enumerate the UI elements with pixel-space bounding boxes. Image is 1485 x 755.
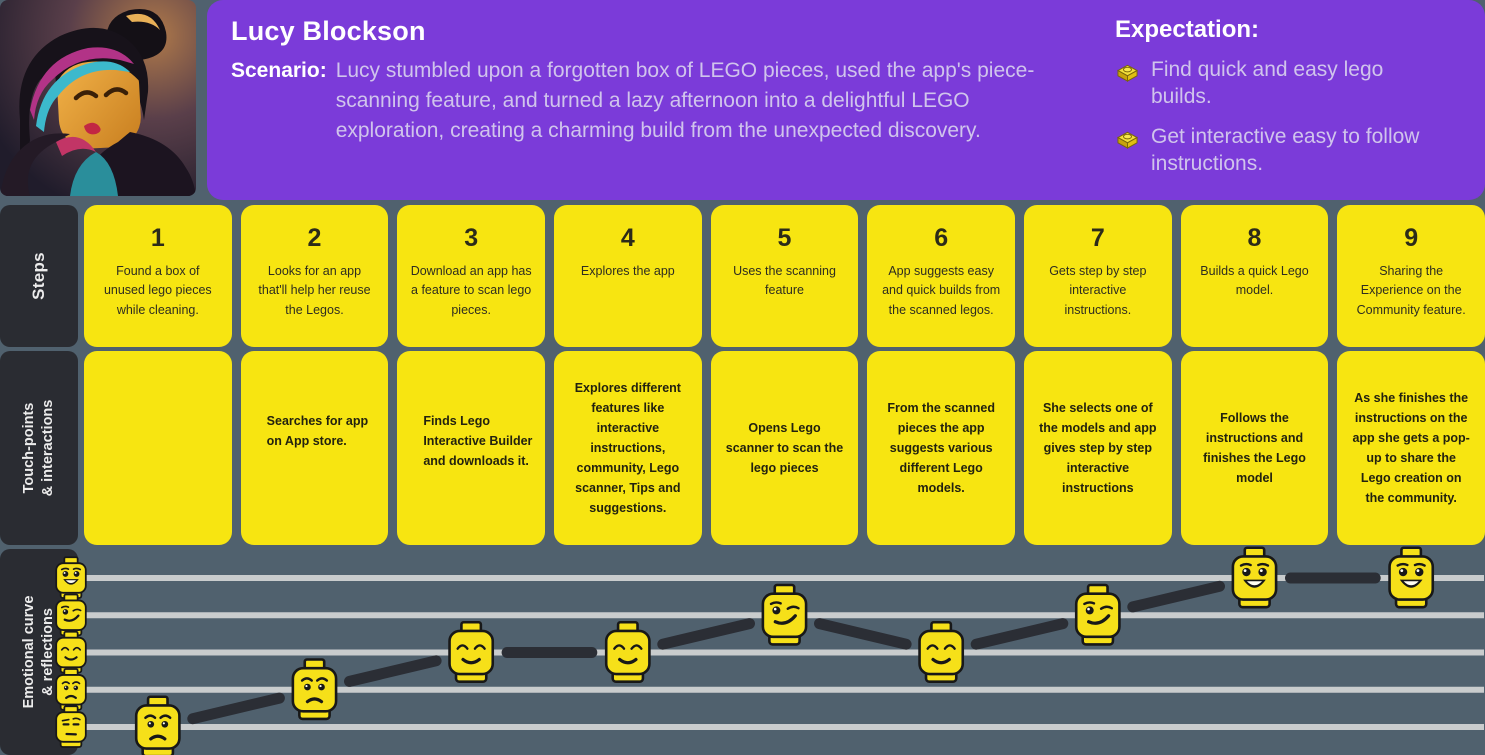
row-label-touchpoints: Touch-points & interactions [0, 351, 78, 545]
emotion-point-1-worried-icon [134, 695, 181, 755]
emotion-point-9-happy-icon [1388, 546, 1435, 609]
touchpoints-label-line1: Touch-points [21, 402, 38, 494]
scenario-label: Scenario: [231, 59, 327, 82]
emotion-point-3-content-icon [448, 620, 495, 683]
persona-header: Lucy Blockson Scenario: Lucy stumbled up… [207, 0, 1485, 200]
step-text: Found a box of unused lego pieces while … [103, 264, 212, 317]
touchpoint-card-7: She selects one of the models and app gi… [1024, 351, 1172, 545]
step-text: Builds a quick Lego model. [1200, 264, 1309, 298]
emotion-scale-worried-icon [55, 668, 87, 711]
step-number: 2 [307, 224, 322, 252]
expectation-item: Get interactive easy to follow instructi… [1115, 123, 1481, 178]
touchpoint-text: As she finishes the instructions on the … [1352, 391, 1470, 505]
emotion-curve-segment [814, 618, 912, 650]
touchpoint-text: She selects one of the models and app gi… [1039, 401, 1157, 495]
scenario-text: Lucy stumbled upon a forgotten box of LE… [335, 59, 1035, 142]
persona-name: Lucy Blockson [231, 16, 426, 46]
emotion-scale-content-icon [55, 630, 87, 674]
touchpoint-card-1 [84, 351, 232, 545]
expectation-text: Find quick and easy lego builds. [1151, 58, 1384, 109]
emotion-point-4-content-icon [604, 620, 651, 683]
step-number: 1 [150, 224, 165, 252]
touchpoint-card-5: Opens Lego scanner to scan the lego piec… [710, 351, 859, 545]
step-text: Gets step by step interactive instructio… [1049, 264, 1147, 317]
expectation-section: Expectation: Find quick and easy lego bu… [1115, 16, 1481, 177]
touchpoint-text: Finds Lego Interactive Builder and downl… [423, 414, 533, 468]
emotion-curve-segment [970, 618, 1069, 650]
emotion-curve-segment [187, 692, 285, 725]
emotion-curve-segment [1127, 580, 1225, 613]
step-text: Sharing the Experience on the Community … [1356, 264, 1466, 317]
step-text: Explores the app [580, 264, 675, 278]
touchpoints-label-line2: & interactions [40, 399, 56, 497]
emotion-curve-segment [657, 618, 755, 650]
lego-minifigure-photo [0, 0, 196, 196]
emotional-curve-chart [55, 546, 1484, 755]
touchpoint-card-4: Explores different features like interac… [554, 351, 702, 545]
step-number: 8 [1247, 224, 1262, 252]
row-label-steps: Steps [0, 205, 78, 347]
step-text: Uses the scanning feature [733, 264, 836, 298]
emotion-point-8-happy-icon [1231, 546, 1278, 609]
persona-avatar [0, 0, 196, 196]
emotion-point-7-smirk-icon [1074, 583, 1121, 646]
step-text: App suggests easy and quick builds from … [882, 264, 1001, 317]
lego-brick-bullet-icon [1116, 64, 1139, 82]
emotion-scale-happy-icon [55, 556, 87, 599]
scenario: Scenario: Lucy stumbled upon a forgotten… [231, 56, 1461, 145]
expectation-item: Find quick and easy lego builds. [1115, 56, 1481, 111]
step-number: 7 [1090, 224, 1105, 252]
emotion-scale-annoyed-icon [55, 705, 87, 748]
touchpoint-text: Explores different features like interac… [574, 381, 681, 515]
step-number: 4 [620, 224, 635, 252]
emotion-curve-segment [344, 655, 442, 687]
touchpoint-text: Follows the instructions and finishes th… [1203, 411, 1306, 485]
touchpoint-text: Opens Lego scanner to scan the lego piec… [725, 421, 844, 475]
emotion-scale-smirk-icon [55, 593, 87, 637]
step-number: 9 [1404, 224, 1419, 252]
emotion-point-5-smirk-icon [761, 583, 808, 646]
touchpoint-card-3: Finds Lego Interactive Builder and downl… [397, 351, 545, 545]
touchpoint-text: From the scanned pieces the app suggests… [887, 401, 995, 495]
step-text: Looks for an app that'll help her reuse … [258, 264, 371, 317]
touchpoint-text: Searches for app on App store. [266, 414, 369, 448]
touchpoint-card-6: From the scanned pieces the app suggests… [867, 351, 1015, 545]
steps-label: Steps [28, 252, 48, 300]
step-number: 3 [464, 224, 479, 252]
lego-brick-bullet-icon [1116, 131, 1139, 149]
emotion-point-2-worried-icon [291, 658, 338, 721]
emotion-point-6-content-icon [918, 620, 965, 683]
touchpoints-row: Searches for app on App store. Finds Leg… [84, 351, 1485, 545]
touchpoint-card-8: Follows the instructions and finishes th… [1180, 351, 1329, 545]
expectation-text: Get interactive easy to follow instructi… [1151, 124, 1420, 175]
step-text: Download an app has a feature to scan le… [410, 264, 532, 317]
step-number: 5 [777, 224, 792, 252]
touchpoint-card-9: As she finishes the instructions on the … [1337, 351, 1485, 545]
step-number: 6 [934, 224, 949, 252]
expectation-label: Expectation: [1115, 16, 1260, 43]
touchpoint-card-2: Searches for app on App store. [240, 351, 389, 545]
